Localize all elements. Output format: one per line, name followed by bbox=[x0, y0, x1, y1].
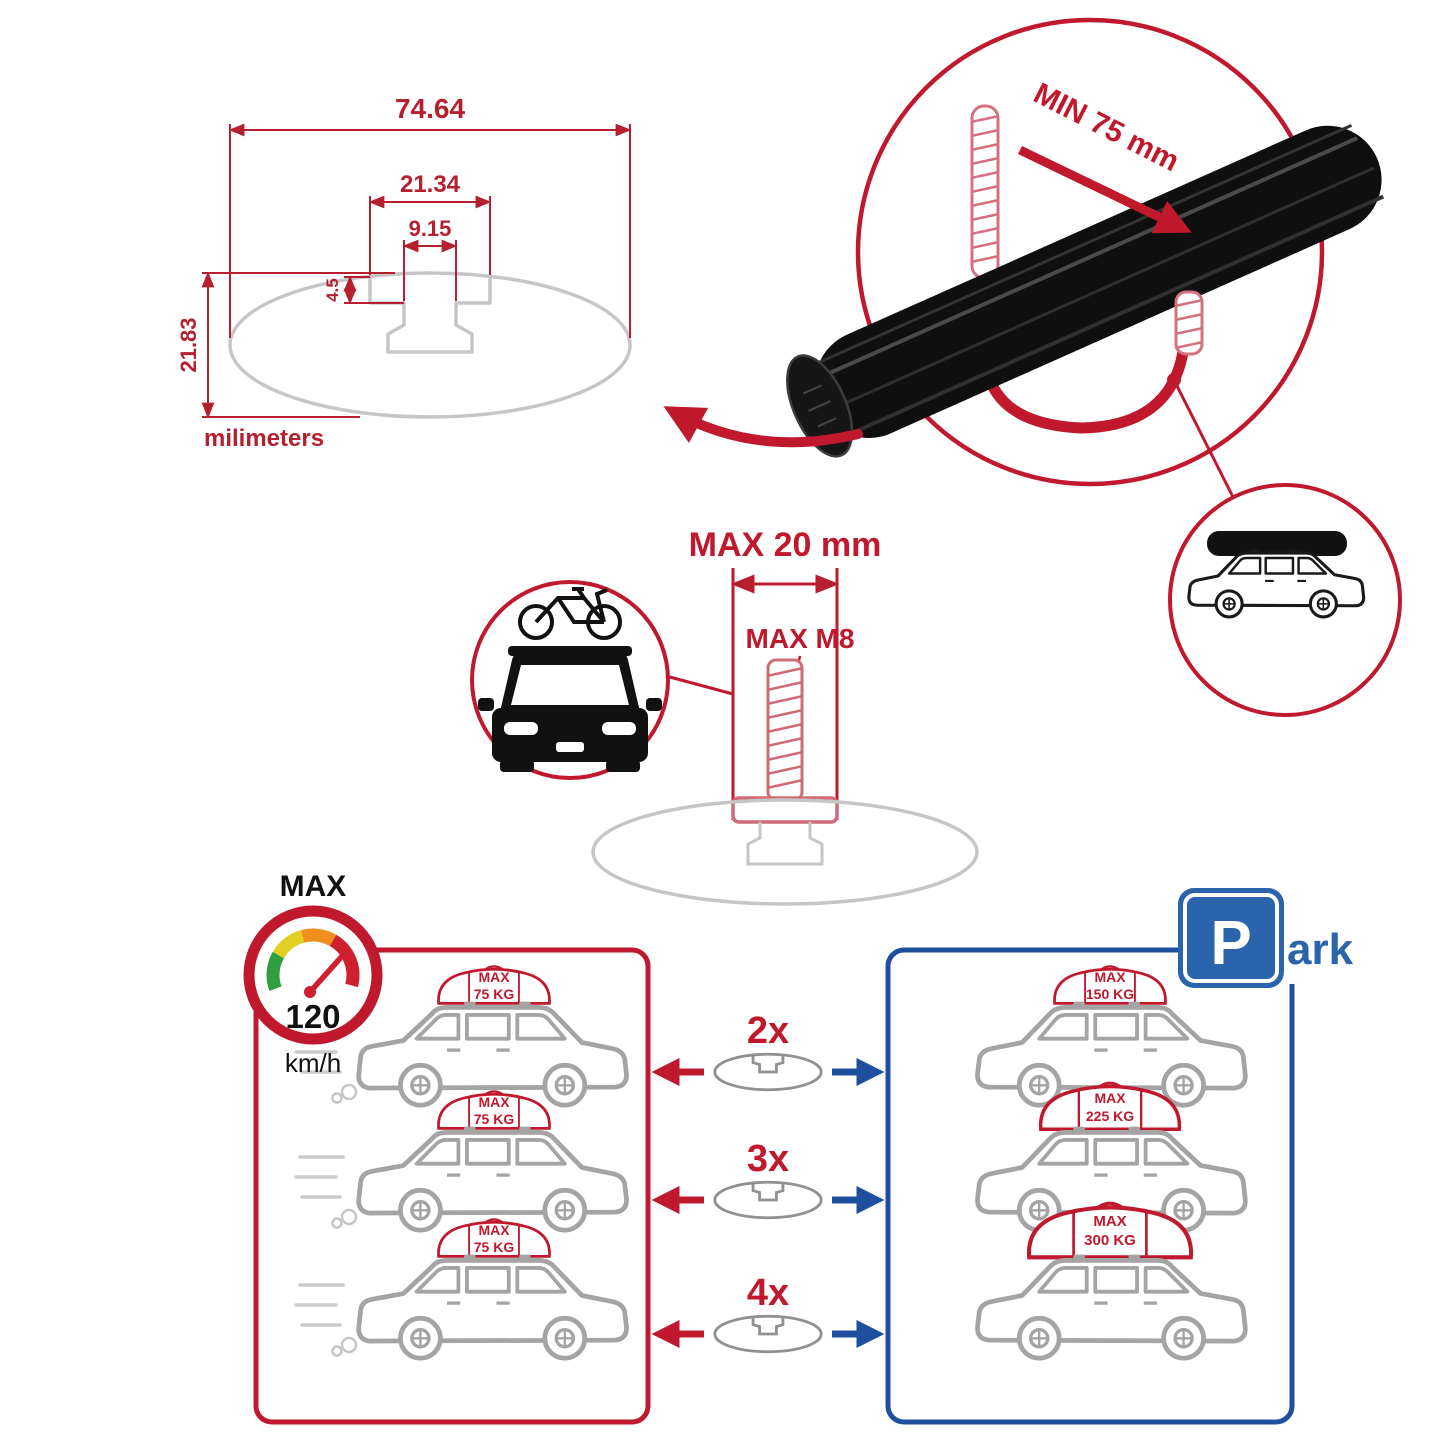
roof-box bbox=[1207, 531, 1347, 556]
exhaust-puff bbox=[331, 1092, 343, 1104]
dim-slot-outer: 21.34 bbox=[400, 171, 461, 198]
crossbar-profile-icon bbox=[713, 1314, 823, 1354]
dim-lip-depth: 4.5 bbox=[323, 278, 342, 302]
parked-car-row-1: MAX 150 KG bbox=[977, 964, 1245, 1105]
speed-max-label: MAX bbox=[280, 870, 347, 903]
t-slot-receiver bbox=[746, 822, 824, 866]
parking-sign-letter: P bbox=[1210, 909, 1251, 978]
multiplier-row-2: 3x bbox=[651, 1138, 885, 1220]
profile-dimension-drawing: 74.64 21.34 9.15 4.5 21.83 milimeters bbox=[176, 93, 632, 452]
bolt-flange bbox=[731, 796, 839, 824]
exhaust-puff bbox=[340, 1208, 358, 1226]
cargo-max-label: MAX bbox=[478, 1094, 510, 1110]
car-roofbox-circle bbox=[1168, 483, 1402, 717]
u-clamp-left-rod bbox=[970, 104, 1000, 280]
bolt-max-length-label: MAX 20 mm bbox=[689, 526, 882, 564]
parking-sign-plate bbox=[1178, 888, 1284, 988]
dim-slot-inner: 9.15 bbox=[409, 216, 452, 241]
driving-panel: MAX 75 KG MAX 75 KG MAX 75 KG bbox=[253, 947, 651, 1425]
exhaust-puff bbox=[331, 1217, 343, 1229]
u-clamp-right-rod bbox=[1174, 290, 1204, 356]
dim-total-width: 74.64 bbox=[395, 93, 465, 124]
crossbar-t-slot-profile bbox=[368, 277, 492, 354]
parking-sign: P ark bbox=[1178, 888, 1368, 988]
cargo-weight-label: 300 KG bbox=[1084, 1232, 1136, 1249]
leader-to-car-circle bbox=[1172, 379, 1235, 498]
multiplier-label: 2x bbox=[747, 1010, 789, 1052]
speed-unit: km/h bbox=[285, 1048, 341, 1078]
parked-car-row-2: MAX 225 KG bbox=[977, 1081, 1245, 1230]
multiplier-row-1: 2x bbox=[651, 1010, 885, 1092]
multiplier-label: 3x bbox=[747, 1138, 789, 1180]
arrow-to-dimension-drawing bbox=[663, 406, 863, 448]
crossbar-3d bbox=[786, 123, 1385, 458]
cargo-max-label: MAX bbox=[478, 969, 510, 985]
cargo-weight-label: 150 KG bbox=[1086, 986, 1134, 1002]
multiplier-label: 4x bbox=[747, 1272, 789, 1314]
dim-unit-label: milimeters bbox=[204, 425, 324, 452]
crossbar-cross-section bbox=[228, 271, 632, 419]
crossbar-detail-circle: MIN 75 mm bbox=[663, 17, 1385, 498]
cargo-weight-label: 225 KG bbox=[1086, 1108, 1134, 1124]
cargo-max-label: MAX bbox=[478, 1222, 510, 1238]
end-cap-groove bbox=[802, 384, 837, 428]
crossbar-profile-icon bbox=[713, 1052, 823, 1092]
motion-lines bbox=[294, 1283, 345, 1327]
bolt-max-thread-label: MAX M8 bbox=[746, 623, 855, 654]
parked-car-row-3: MAX 300 KG bbox=[977, 1203, 1245, 1358]
cargo-max-label: MAX bbox=[1094, 1090, 1126, 1106]
cargo-weight-label: 75 KG bbox=[474, 1111, 515, 1127]
exhaust-puff bbox=[340, 1083, 358, 1101]
speedometer-needle bbox=[307, 951, 347, 995]
dimension-lines bbox=[201, 123, 632, 419]
parked-panel: MAX 150 KG MAX 225 KG MAX 300 KG P ark bbox=[885, 888, 1368, 1425]
multiplier-column: 2x 3x 4x bbox=[651, 1010, 885, 1354]
cargo-max-label: MAX bbox=[1094, 969, 1126, 985]
speed-value: 120 bbox=[285, 998, 340, 1035]
bicycle-icon bbox=[518, 587, 622, 640]
driving-car-row-2: MAX 75 KG bbox=[294, 1089, 627, 1230]
cargo-max-label: MAX bbox=[1093, 1213, 1126, 1230]
mount-bolt bbox=[731, 658, 839, 824]
speedometer-gauge bbox=[266, 928, 360, 991]
bolt-detail: MAX 20 mm MAX M8 bbox=[470, 526, 979, 906]
extension-lines bbox=[202, 124, 631, 418]
exhaust-puff bbox=[340, 1336, 358, 1354]
speed-limit-badge: MAX 120 km/h bbox=[243, 870, 383, 1078]
cargo-weight-label: 75 KG bbox=[474, 986, 515, 1002]
car-front-icon bbox=[478, 646, 662, 772]
motion-lines bbox=[294, 1155, 345, 1199]
crossbar-profile-icon bbox=[713, 1180, 823, 1220]
ark-mask bbox=[1282, 920, 1368, 984]
bike-circle-leader bbox=[665, 674, 734, 696]
driving-car-row-3: MAX 75 KG bbox=[294, 1217, 627, 1358]
car-front-bike-circle bbox=[470, 580, 670, 780]
parking-sign-inner-border bbox=[1183, 893, 1279, 983]
exhaust-puff bbox=[331, 1345, 343, 1357]
car-with-roof-box bbox=[1187, 531, 1366, 619]
dim-total-height: 21.83 bbox=[176, 317, 201, 372]
parking-sign-suffix: ark bbox=[1287, 925, 1354, 974]
cargo-weight-label: 75 KG bbox=[474, 1239, 515, 1255]
crossbar-section-under-bolt bbox=[591, 798, 979, 906]
speedometer-pivot bbox=[304, 986, 316, 998]
multiplier-row-3: 4x bbox=[651, 1272, 885, 1354]
min-clearance-arrow bbox=[1018, 145, 1192, 234]
